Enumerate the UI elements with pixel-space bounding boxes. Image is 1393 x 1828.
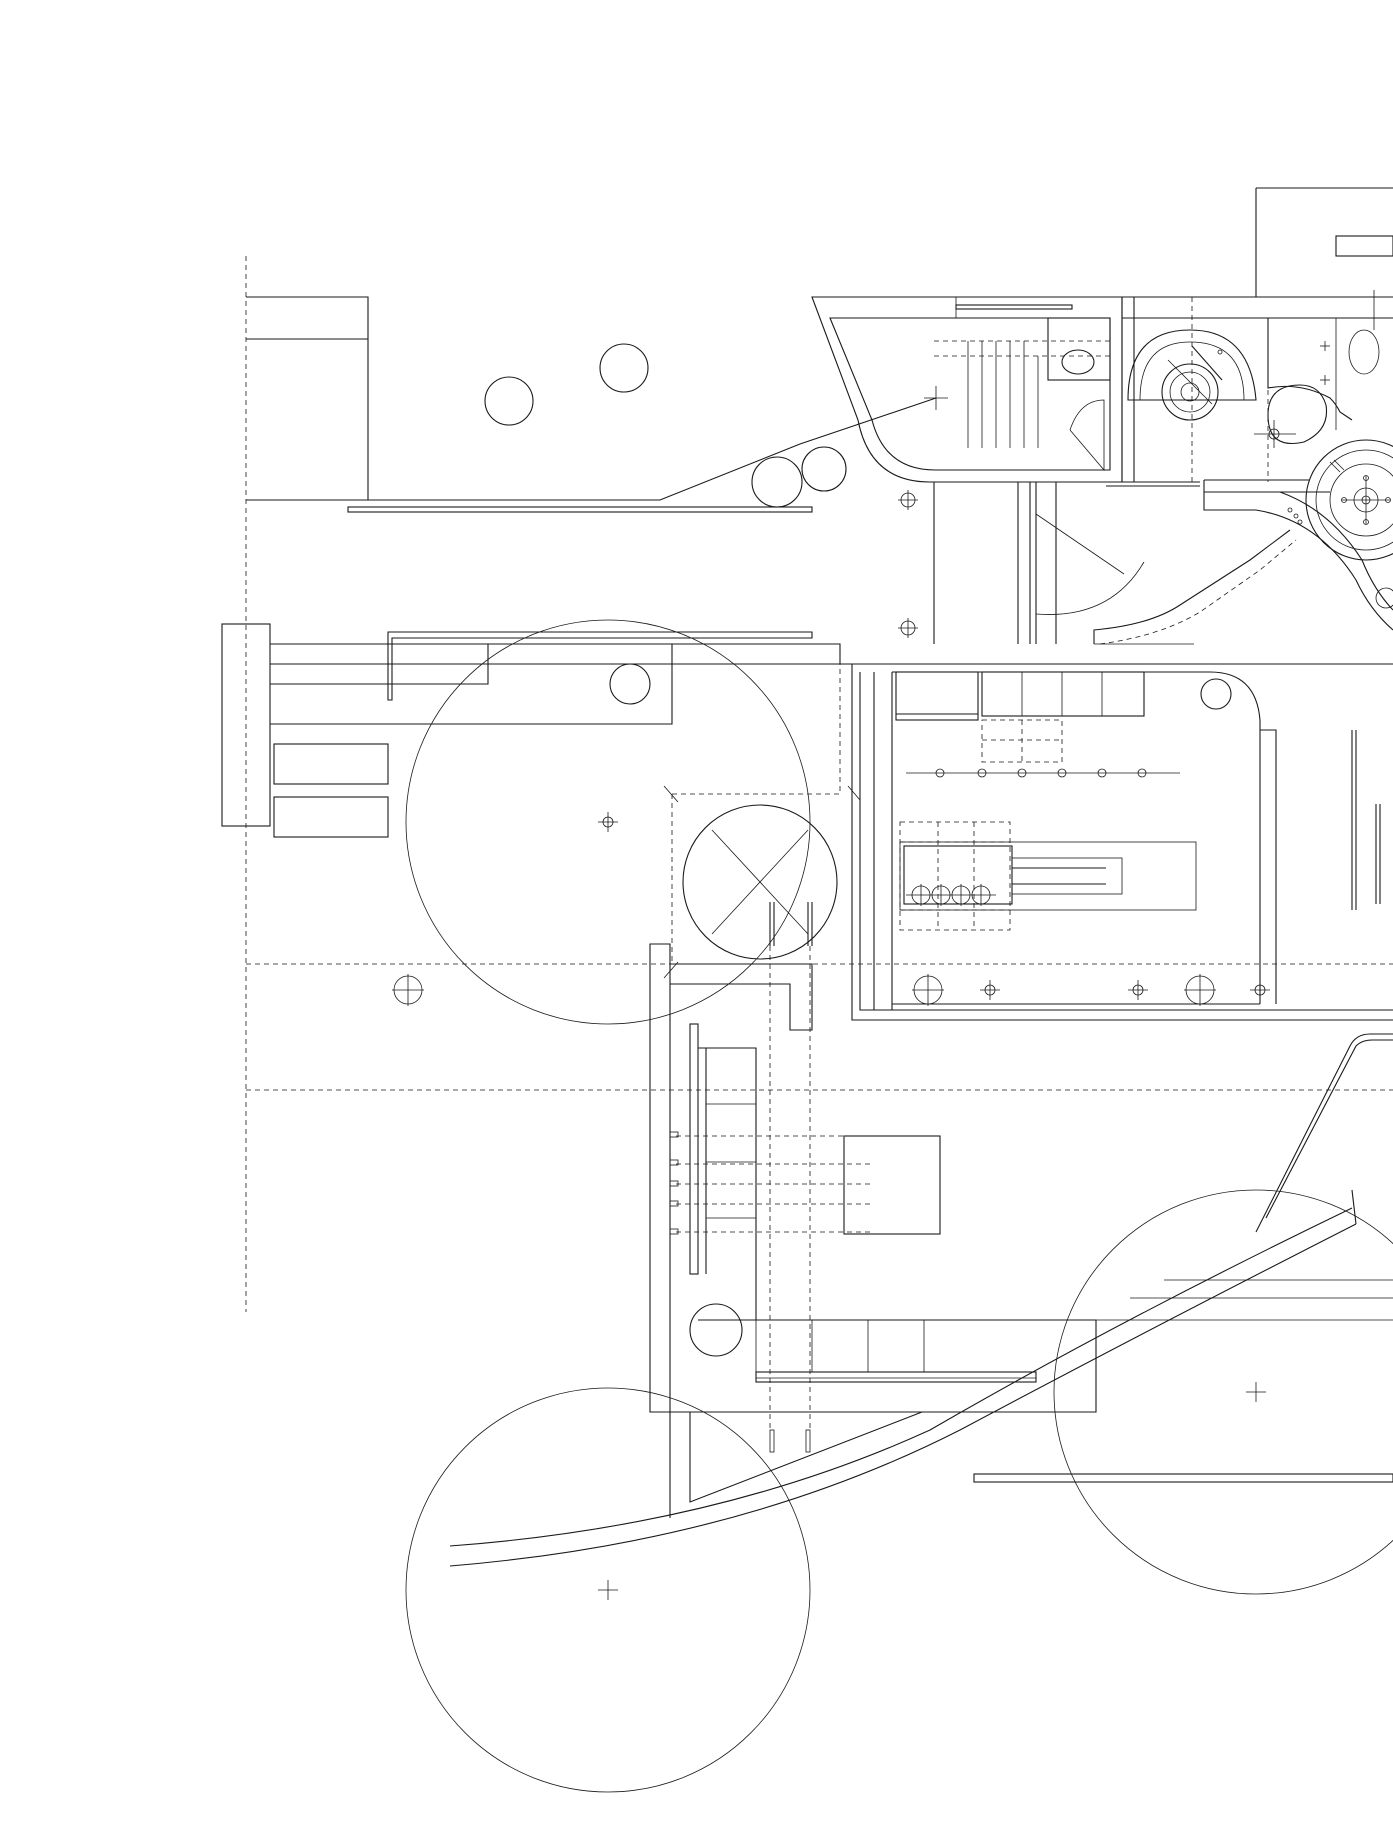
south-block xyxy=(649,902,1097,1518)
grid-lines xyxy=(245,256,1393,1312)
curved-wall xyxy=(449,1033,1393,1567)
east-wing-upper xyxy=(1122,187,1393,631)
east-wing-lower xyxy=(973,1189,1393,1595)
stair-block xyxy=(811,296,1123,483)
west-wing-upper xyxy=(246,296,948,513)
lower-circle xyxy=(405,1387,811,1793)
column-markers-upper xyxy=(898,490,918,638)
central-corridor xyxy=(933,481,1297,645)
central-room xyxy=(851,664,1393,1021)
east-room xyxy=(1260,729,1381,1004)
west-wing-mid xyxy=(221,619,1393,1025)
